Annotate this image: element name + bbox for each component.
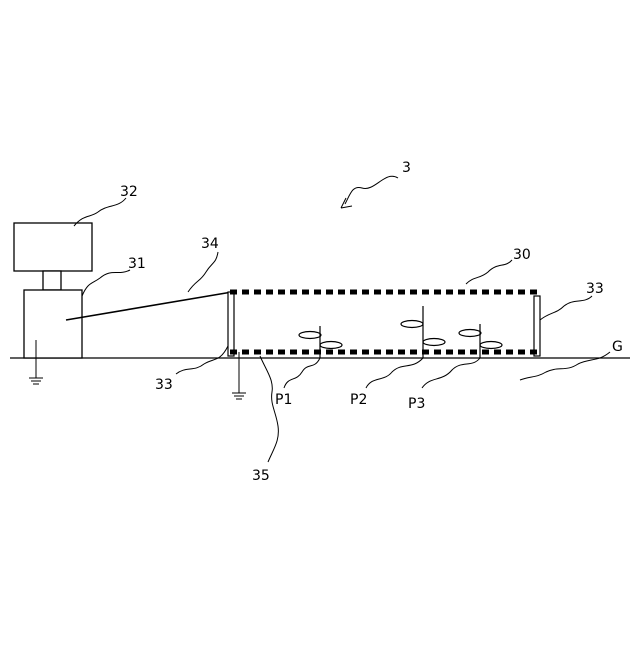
leader-controller <box>82 270 130 296</box>
label-display: 32 <box>120 184 138 200</box>
leader-display <box>74 198 126 226</box>
label-p2: P2 <box>350 392 367 408</box>
cable-line <box>66 292 232 320</box>
display-stand <box>43 271 61 290</box>
label-p1: P1 <box>275 392 292 408</box>
label-fence: 30 <box>513 247 531 263</box>
label-controller: 31 <box>128 256 146 272</box>
leader-cable <box>188 252 218 292</box>
leader-fence <box>466 260 512 284</box>
label-post-right: 33 <box>586 281 604 297</box>
leader-system-arrow <box>341 198 352 208</box>
label-ground: G <box>612 339 623 355</box>
leader-bottom-wire <box>260 356 278 462</box>
display-box <box>14 223 92 271</box>
label-cable: 34 <box>201 236 219 252</box>
leader-p1 <box>284 358 320 388</box>
leader-p2 <box>366 358 423 388</box>
label-post-left: 33 <box>155 377 173 393</box>
controller-box <box>24 290 82 358</box>
left-post <box>228 292 234 356</box>
right-post <box>534 296 540 356</box>
leader-post-left <box>176 346 228 374</box>
label-bottom-wire: 35 <box>252 468 270 484</box>
post-ground-icon <box>232 352 246 399</box>
leader-post-right <box>540 296 592 320</box>
leader-p3 <box>422 358 480 388</box>
label-p3: P3 <box>408 396 425 412</box>
leader-system <box>345 176 398 204</box>
label-system: 3 <box>402 160 411 176</box>
